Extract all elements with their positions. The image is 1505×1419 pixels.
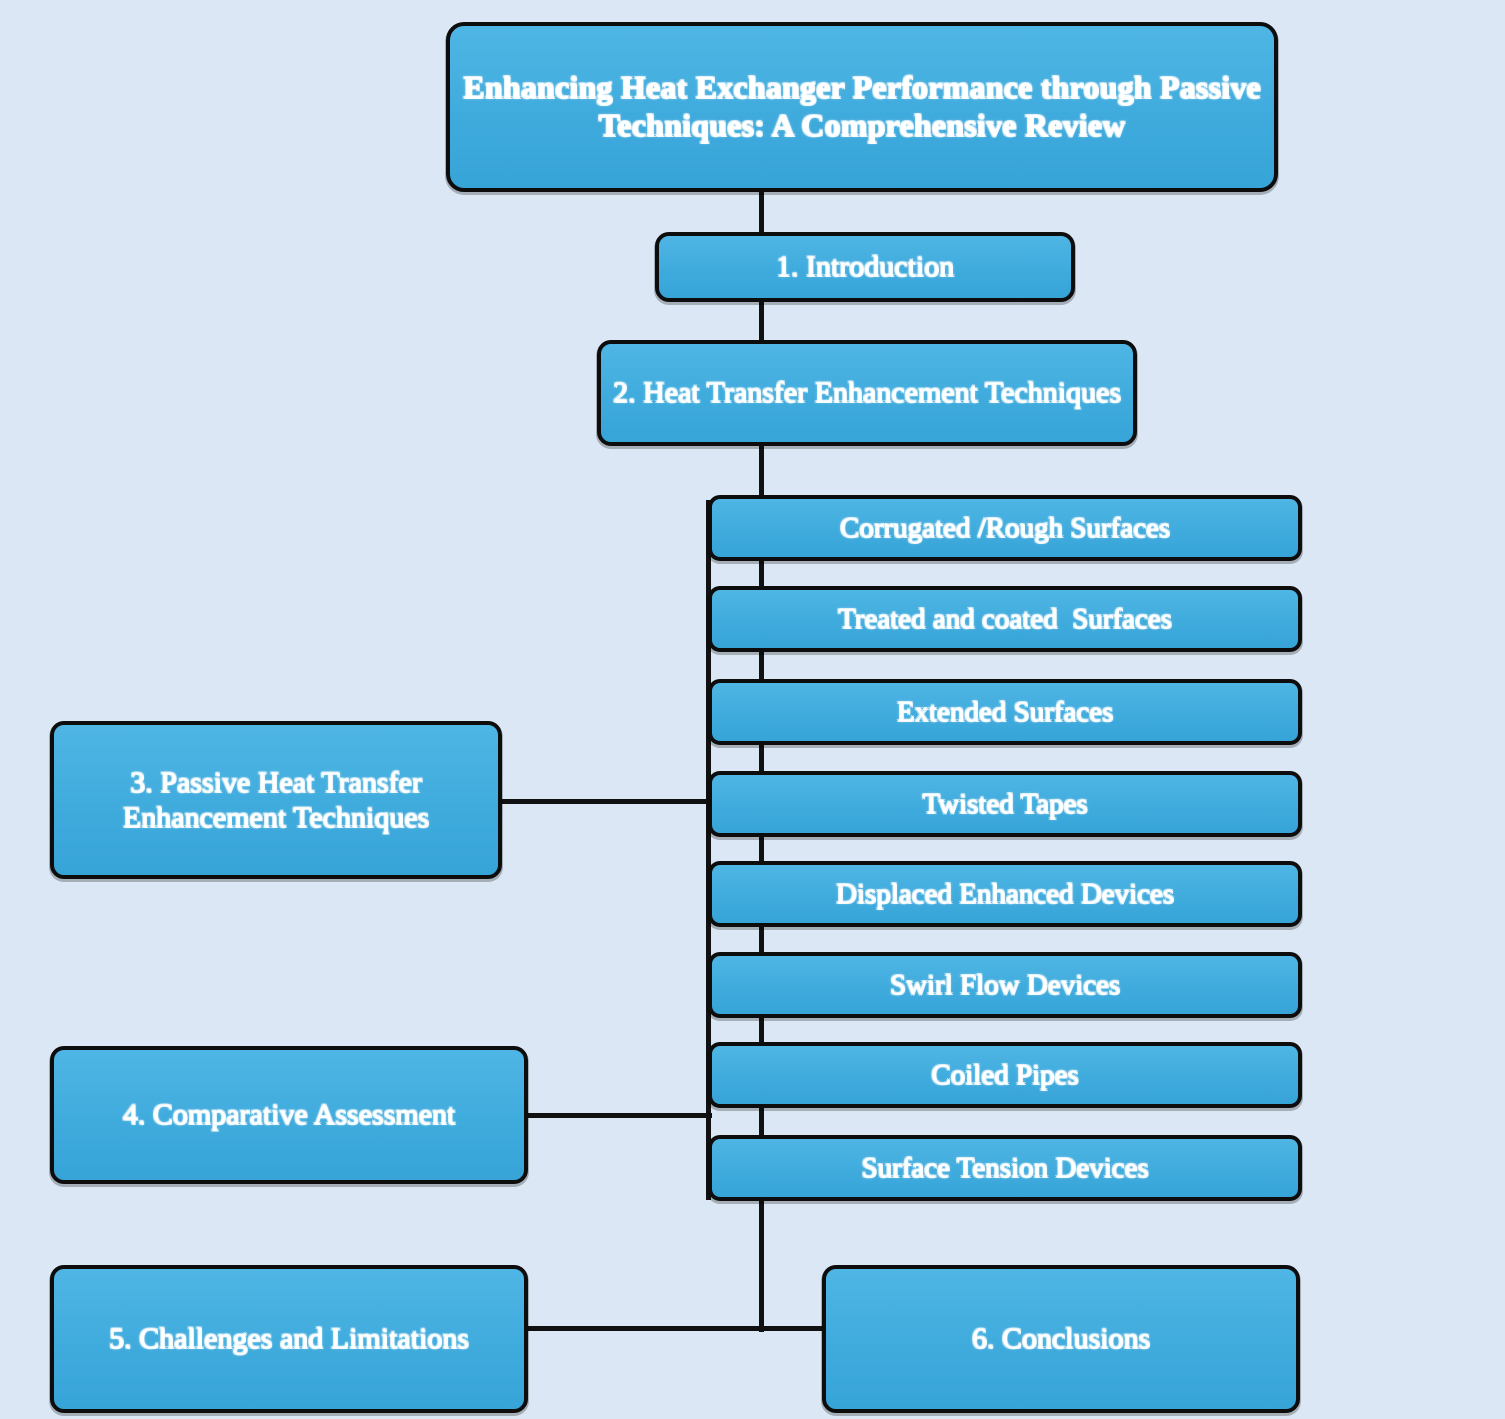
node-section-challenges-and-limitations[interactable]: 5. Challenges and Limitations	[50, 1265, 528, 1413]
node-technique-swirl-flow-devices[interactable]: Swirl Flow Devices	[708, 952, 1302, 1018]
report-title-text: Enhancing Heat Exchanger Performance thr…	[463, 69, 1269, 143]
section-introduction-label: 1. Introduction	[775, 250, 955, 284]
connector-sec3-to-techniques	[500, 799, 712, 804]
connector-intro-to-sec2	[759, 300, 764, 342]
node-technique-twisted-tapes[interactable]: Twisted Tapes	[708, 771, 1302, 837]
technique-label: Twisted Tapes	[922, 787, 1088, 820]
connector-technique-spine	[706, 500, 711, 1200]
node-section-comparative-assessment[interactable]: 4. Comparative Assessment	[50, 1046, 528, 1184]
node-technique-displaced-enhanced-devices[interactable]: Displaced Enhanced Devices	[708, 861, 1302, 927]
technique-label: Swirl Flow Devices	[889, 968, 1121, 1001]
technique-label: Coiled Pipes	[931, 1058, 1079, 1091]
node-technique-treated-and-coated-surfaces[interactable]: Treated and coated Surfaces	[708, 586, 1302, 652]
node-technique-extended-surfaces[interactable]: Extended Surfaces	[708, 679, 1302, 745]
technique-label: Surface Tension Devices	[861, 1151, 1149, 1184]
technique-label: Corrugated /Rough Surfaces	[839, 511, 1171, 544]
connector-sec4-to-techniques	[527, 1113, 712, 1118]
section-conclusions-label: 6. Conclusions	[971, 1322, 1151, 1356]
section-passive-label: 3. Passive Heat Transfer Enhancement Tec…	[122, 765, 430, 834]
section-heat-transfer-label: 2. Heat Transfer Enhancement Techniques	[612, 376, 1122, 410]
node-technique-corrugated-rough-surfaces[interactable]: Corrugated /Rough Surfaces	[708, 495, 1302, 561]
technique-label: Treated and coated Surfaces	[838, 602, 1172, 635]
node-report-title[interactable]: Enhancing Heat Exchanger Performance thr…	[446, 22, 1278, 192]
section-comparative-label: 4. Comparative Assessment	[122, 1098, 456, 1132]
node-section-introduction[interactable]: 1. Introduction	[655, 232, 1075, 302]
section-challenges-label: 5. Challenges and Limitations	[109, 1322, 469, 1356]
node-section-conclusions[interactable]: 6. Conclusions	[822, 1265, 1300, 1413]
technique-label: Extended Surfaces	[896, 695, 1114, 728]
connector-title-to-intro	[759, 190, 764, 234]
node-section-heat-transfer-enhancement-techniques[interactable]: 2. Heat Transfer Enhancement Techniques	[597, 340, 1137, 446]
connector-sec5-to-sec6	[527, 1326, 824, 1331]
node-section-passive-heat-transfer-enhancement-techniques[interactable]: 3. Passive Heat Transfer Enhancement Tec…	[50, 721, 502, 879]
technique-label: Displaced Enhanced Devices	[835, 877, 1175, 910]
node-technique-surface-tension-devices[interactable]: Surface Tension Devices	[708, 1135, 1302, 1201]
node-technique-coiled-pipes[interactable]: Coiled Pipes	[708, 1042, 1302, 1108]
